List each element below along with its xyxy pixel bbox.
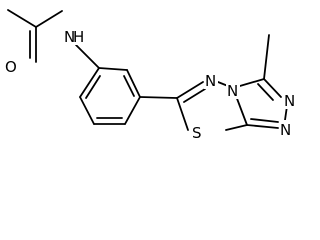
bond-benzene-inner-3 xyxy=(123,75,135,97)
triazole-lower-nitrogen-label-background xyxy=(279,120,293,138)
bond-triazole-n-c-double xyxy=(250,118,279,123)
amide-hydrogen-label: H xyxy=(73,28,84,46)
bond-nitrogen-ring xyxy=(75,44,100,69)
amide-nitrogen-label: N xyxy=(64,28,75,46)
bond-benzene-1 xyxy=(98,67,128,71)
oxygen-label-background xyxy=(4,57,18,75)
bond-methyl-carbonyl xyxy=(7,9,37,28)
triazole-lower-nitrogen-label: N xyxy=(280,121,291,139)
triazole-upper-nitrogen-label: N xyxy=(284,92,295,110)
sulfur-label: S xyxy=(192,124,202,142)
molecule-canvas: N H O S N N N N xyxy=(4,9,297,142)
bond-thiadiazole-c-s xyxy=(225,124,248,131)
bond-benzene-5 xyxy=(79,96,95,125)
bond-aryl-thiadiazole xyxy=(139,96,178,99)
sulfur-label-background xyxy=(191,123,205,141)
bond-thiadiazole-c-n-double xyxy=(183,88,206,103)
bond-benzene-inner-1 xyxy=(85,75,101,99)
bond-thiadiazole-c-n xyxy=(176,81,204,99)
thiadiazole-nitrogen-label: N xyxy=(205,72,216,90)
thiadiazole-nitrogen-label-background xyxy=(204,71,218,89)
bridge-nitrogen-label-background xyxy=(226,81,240,99)
chemical-structure-diagram: N H O S N N N N xyxy=(4,9,297,142)
triazole-upper-nitrogen-label-background xyxy=(283,91,297,109)
bond-benzene-2 xyxy=(126,69,141,98)
oxygen-label: O xyxy=(5,58,17,76)
bond-triazole-methyl xyxy=(263,34,270,80)
bond-thiadiazole-s-c xyxy=(176,97,189,131)
bond-triazole-c-n xyxy=(263,78,282,98)
bond-triazole-c-n-double xyxy=(257,83,274,101)
bond-triazole-n-c xyxy=(246,124,279,129)
bond-benzene-6 xyxy=(79,67,100,98)
amide-nitrogen-label-background xyxy=(62,27,84,45)
bond-benzene-3 xyxy=(124,96,141,125)
bridge-nitrogen-label: N xyxy=(227,82,238,100)
bond-carbonyl-nitrogen xyxy=(35,10,63,28)
